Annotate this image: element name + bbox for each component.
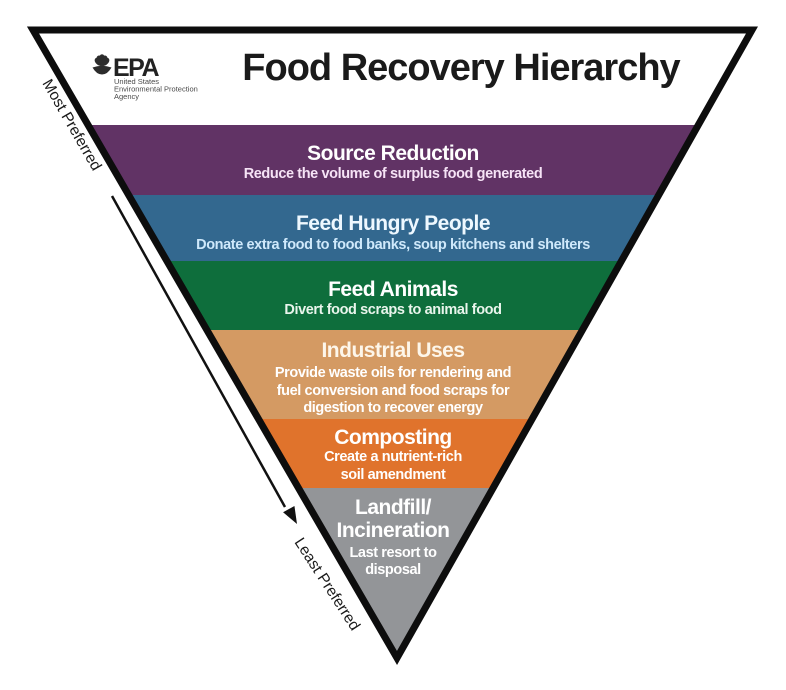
level-landfill-incineration: Landfill/ Incineration Last resort to di… [336, 496, 450, 578]
level-desc-line: digestion to recover energy [303, 400, 483, 416]
level-industrial-uses: Industrial Uses Provide waste oils for r… [275, 339, 512, 416]
epa-logo: EPA United States Environmental Protecti… [92, 54, 198, 101]
band-source-reduction [33, 125, 752, 195]
level-feed-hungry-people: Feed Hungry People Donate extra food to … [196, 212, 590, 253]
level-desc-line: Donate extra food to food banks, soup ki… [196, 237, 590, 253]
level-title: Source Reduction [307, 142, 479, 165]
level-desc-line: fuel conversion and food scraps for [277, 383, 510, 399]
level-desc-line: Divert food scraps to animal food [284, 302, 501, 318]
epa-flower-icon [92, 54, 112, 75]
level-feed-animals: Feed Animals Divert food scraps to anima… [284, 278, 502, 318]
epa-tagline-line-3: Agency [114, 92, 139, 101]
page-title: Food Recovery Hierarchy [242, 47, 680, 89]
level-desc-line: disposal [365, 562, 421, 578]
level-title: Feed Animals [328, 278, 458, 301]
level-desc-line: soil amendment [341, 467, 446, 483]
level-title-line-2: Incineration [336, 519, 449, 542]
level-composting: Composting Create a nutrient-rich soil a… [324, 426, 462, 483]
epa-tagline-line-2: Environmental Protection [114, 85, 198, 94]
level-desc-line: Last resort to [349, 545, 437, 561]
epa-wordmark: EPA [113, 54, 159, 82]
level-title: Industrial Uses [321, 339, 464, 362]
level-title: Feed Hungry People [296, 212, 490, 235]
preference-arrow-line [110, 195, 287, 508]
level-desc-line: Reduce the volume of surplus food genera… [244, 166, 543, 182]
level-desc-line: Create a nutrient-rich [324, 449, 462, 465]
level-source-reduction: Source Reduction Reduce the volume of su… [244, 142, 543, 182]
epa-tagline-line-1: United States [114, 77, 159, 86]
pyramid-outline [26, 26, 758, 666]
level-title: Composting [334, 426, 451, 449]
level-desc-line: Provide waste oils for rendering and [275, 365, 511, 381]
preference-arrow-head-icon [283, 505, 297, 524]
level-title: Landfill/ [355, 496, 432, 519]
